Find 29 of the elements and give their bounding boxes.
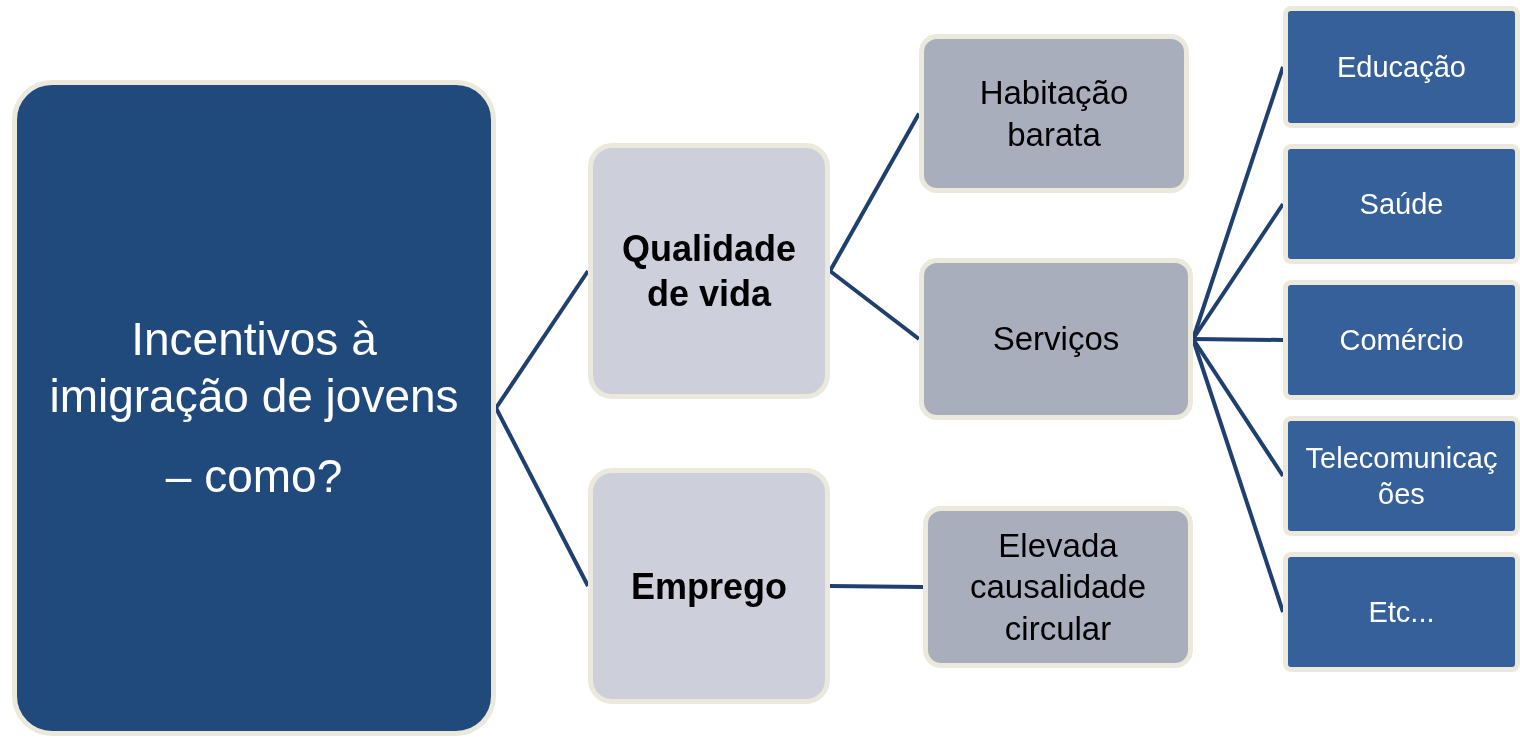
- node-label: Saúde: [1359, 186, 1444, 222]
- node-label: – como?: [165, 448, 343, 504]
- node-label: Habitação barata: [978, 73, 1130, 155]
- node-box: [1283, 144, 1520, 264]
- node-label: Qualidade de vida: [620, 227, 797, 316]
- node-label: Elevada causalidade circular: [968, 526, 1148, 649]
- node-box: [1283, 416, 1520, 536]
- node-box: [1283, 552, 1520, 672]
- connector-line: [829, 584, 924, 589]
- node-label: Serviços: [992, 319, 1120, 360]
- node-label: Etc...: [1368, 594, 1435, 630]
- connector-line: [828, 112, 921, 272]
- node-box: [919, 258, 1193, 420]
- connector-line: [1192, 337, 1284, 342]
- node-label: Comércio: [1339, 322, 1464, 358]
- node-label: Emprego: [631, 564, 787, 609]
- connector-line: [494, 269, 590, 410]
- node-box: [1283, 280, 1520, 400]
- node-box: [12, 80, 496, 736]
- connector-line: [494, 407, 590, 587]
- node-box: [923, 506, 1193, 668]
- node-label: Educação: [1337, 49, 1466, 85]
- node-box: [1283, 6, 1520, 128]
- node-label: Incentivos à imigração de jovens: [48, 311, 460, 425]
- node-box: [588, 143, 830, 399]
- node-box: [588, 468, 830, 704]
- connector-line: [828, 269, 921, 341]
- node-box: [919, 34, 1189, 193]
- node-label: Telecomunicações: [1304, 440, 1499, 512]
